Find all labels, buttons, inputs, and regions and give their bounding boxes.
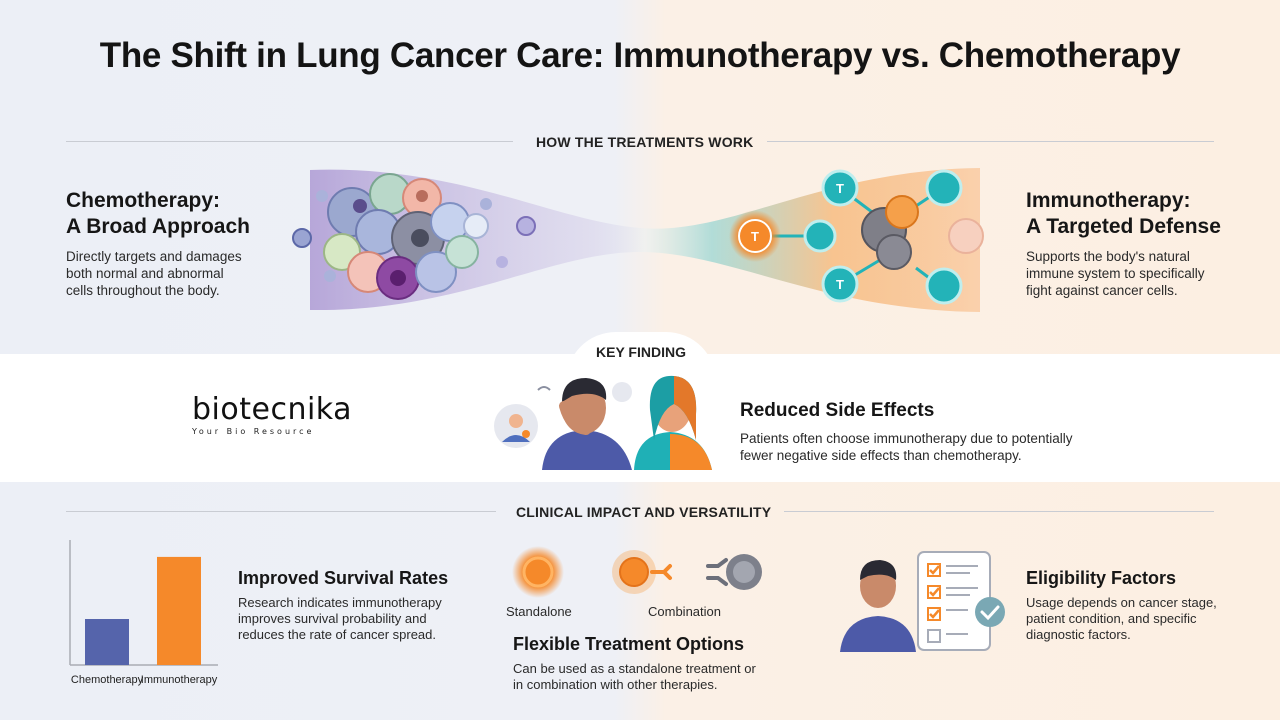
chemo-desc-line3: cells throughout the body. <box>66 283 220 298</box>
bar-label-chemotherapy: Chemotherapy <box>71 674 144 686</box>
chemo-heading-line2: A Broad Approach <box>66 215 250 238</box>
section-label-clinical: CLINICAL IMPACT AND VERSATILITY <box>516 504 772 520</box>
tcell-label: T <box>836 181 844 196</box>
tcell-label: T <box>751 229 759 244</box>
survival-block: Improved Survival Rates Research indicat… <box>238 568 488 643</box>
chemo-description: Directly targets and damages both normal… <box>66 248 286 299</box>
immuno-desc-line2: immune system to specifically <box>1026 266 1205 281</box>
bar-immunotherapy <box>157 556 201 665</box>
eligibility-desc-line1: Usage depends on cancer stage, <box>1026 595 1217 610</box>
eligibility-title: Eligibility Factors <box>1026 568 1177 588</box>
chemo-desc-line2: both normal and abnormal <box>66 266 224 281</box>
immuno-heading: Immunotherapy: A Targeted Defense <box>1026 188 1246 240</box>
survival-desc-line1: Research indicates immunotherapy <box>238 595 442 610</box>
survival-desc-line3: reduces the rate of cancer spread. <box>238 627 437 642</box>
key-finding-label: KEY FINDING <box>596 344 686 360</box>
section-divider-left <box>66 511 496 512</box>
clinician-figure <box>634 375 712 470</box>
logo-tagline: Your Bio Resource <box>192 427 315 436</box>
section-divider-left <box>66 141 513 142</box>
side-effects-description: Patients often choose immunotherapy due … <box>740 430 1120 464</box>
eligibility-illustration <box>840 551 1005 652</box>
treatment-options-illustration <box>512 546 762 598</box>
pie-thought-bubble <box>612 382 632 402</box>
side-effects-illustration <box>494 375 712 470</box>
checkmark-badge-icon <box>975 597 1005 627</box>
key-finding-tab <box>566 332 716 382</box>
flexible-block: Flexible Treatment Options Can be used a… <box>513 634 803 693</box>
page-title: The Shift in Lung Cancer Care: Immunothe… <box>99 36 1181 75</box>
flexible-title: Flexible Treatment Options <box>513 634 745 654</box>
section-label-how: HOW THE TREATMENTS WORK <box>536 134 754 150</box>
flexible-description: Can be used as a standalone treatment or… <box>513 661 803 693</box>
survival-desc-line2: improves survival probability and <box>238 611 427 626</box>
flexible-desc-line2: in combination with other therapies. <box>513 677 718 692</box>
immune-cell-network <box>729 169 984 305</box>
bar-chemotherapy <box>85 619 129 665</box>
side-effects-block: Reduced Side Effects Patients often choo… <box>740 400 1120 464</box>
standalone-label: Standalone <box>506 604 572 619</box>
survival-bar-chart: Chemotherapy Immunotherapy <box>69 540 218 686</box>
chemo-heading: Chemotherapy: A Broad Approach <box>66 188 286 240</box>
funnel-flow-shape <box>310 168 980 312</box>
chemo-desc-line1: Directly targets and damages <box>66 249 242 264</box>
patient-figure <box>542 378 632 470</box>
gear-cell-icon <box>706 554 762 590</box>
survival-title: Improved Survival Rates <box>238 568 449 588</box>
survival-description: Research indicates immunotherapy improve… <box>238 595 488 643</box>
bar-label-immunotherapy: Immunotherapy <box>141 674 218 686</box>
flexible-desc-line1: Can be used as a standalone treatment or <box>513 661 756 676</box>
eligibility-desc-line2: patient condition, and specific <box>1026 611 1197 626</box>
immuno-heading-line2: A Targeted Defense <box>1026 215 1221 238</box>
chemo-heading-line1: Chemotherapy: <box>66 189 221 212</box>
logo-wordmark: biotecnika <box>192 392 353 427</box>
chemo-particles <box>292 190 536 282</box>
side-effects-desc-line1: Patients often choose immunotherapy due … <box>740 431 1073 446</box>
patient-avatar-icon <box>840 560 916 652</box>
immuno-block: Immunotherapy: A Targeted Defense Suppor… <box>1026 188 1246 299</box>
chemo-block: Chemotherapy: A Broad Approach Directly … <box>66 188 286 299</box>
side-effects-desc-line2: fewer negative side effects than chemoth… <box>740 448 1022 463</box>
tcell-label: T <box>836 277 844 292</box>
tcell-labels: T T T <box>751 181 844 292</box>
combination-label: Combination <box>648 604 721 619</box>
eligibility-block: Eligibility Factors Usage depends on can… <box>1026 568 1246 643</box>
checklist-icon <box>917 551 991 651</box>
section-divider-right <box>767 141 1214 142</box>
section-divider-right <box>784 511 1214 512</box>
immuno-description: Supports the body's natural immune syste… <box>1026 248 1246 299</box>
immuno-heading-line1: Immunotherapy: <box>1026 189 1191 212</box>
immuno-desc-line1: Supports the body's natural <box>1026 249 1190 264</box>
combination-cell-icon <box>612 550 672 594</box>
side-effects-title: Reduced Side Effects <box>740 400 935 421</box>
immuno-desc-line3: fight against cancer cells. <box>1026 283 1178 298</box>
eligibility-description: Usage depends on cancer stage, patient c… <box>1026 595 1246 643</box>
eligibility-desc-line3: diagnostic factors. <box>1026 627 1131 642</box>
chemo-cell-cluster <box>323 173 489 300</box>
biotecnika-logo: biotecnika Your Bio Resource <box>192 392 352 436</box>
treatment-mechanism-illustration: T T T <box>292 168 984 312</box>
